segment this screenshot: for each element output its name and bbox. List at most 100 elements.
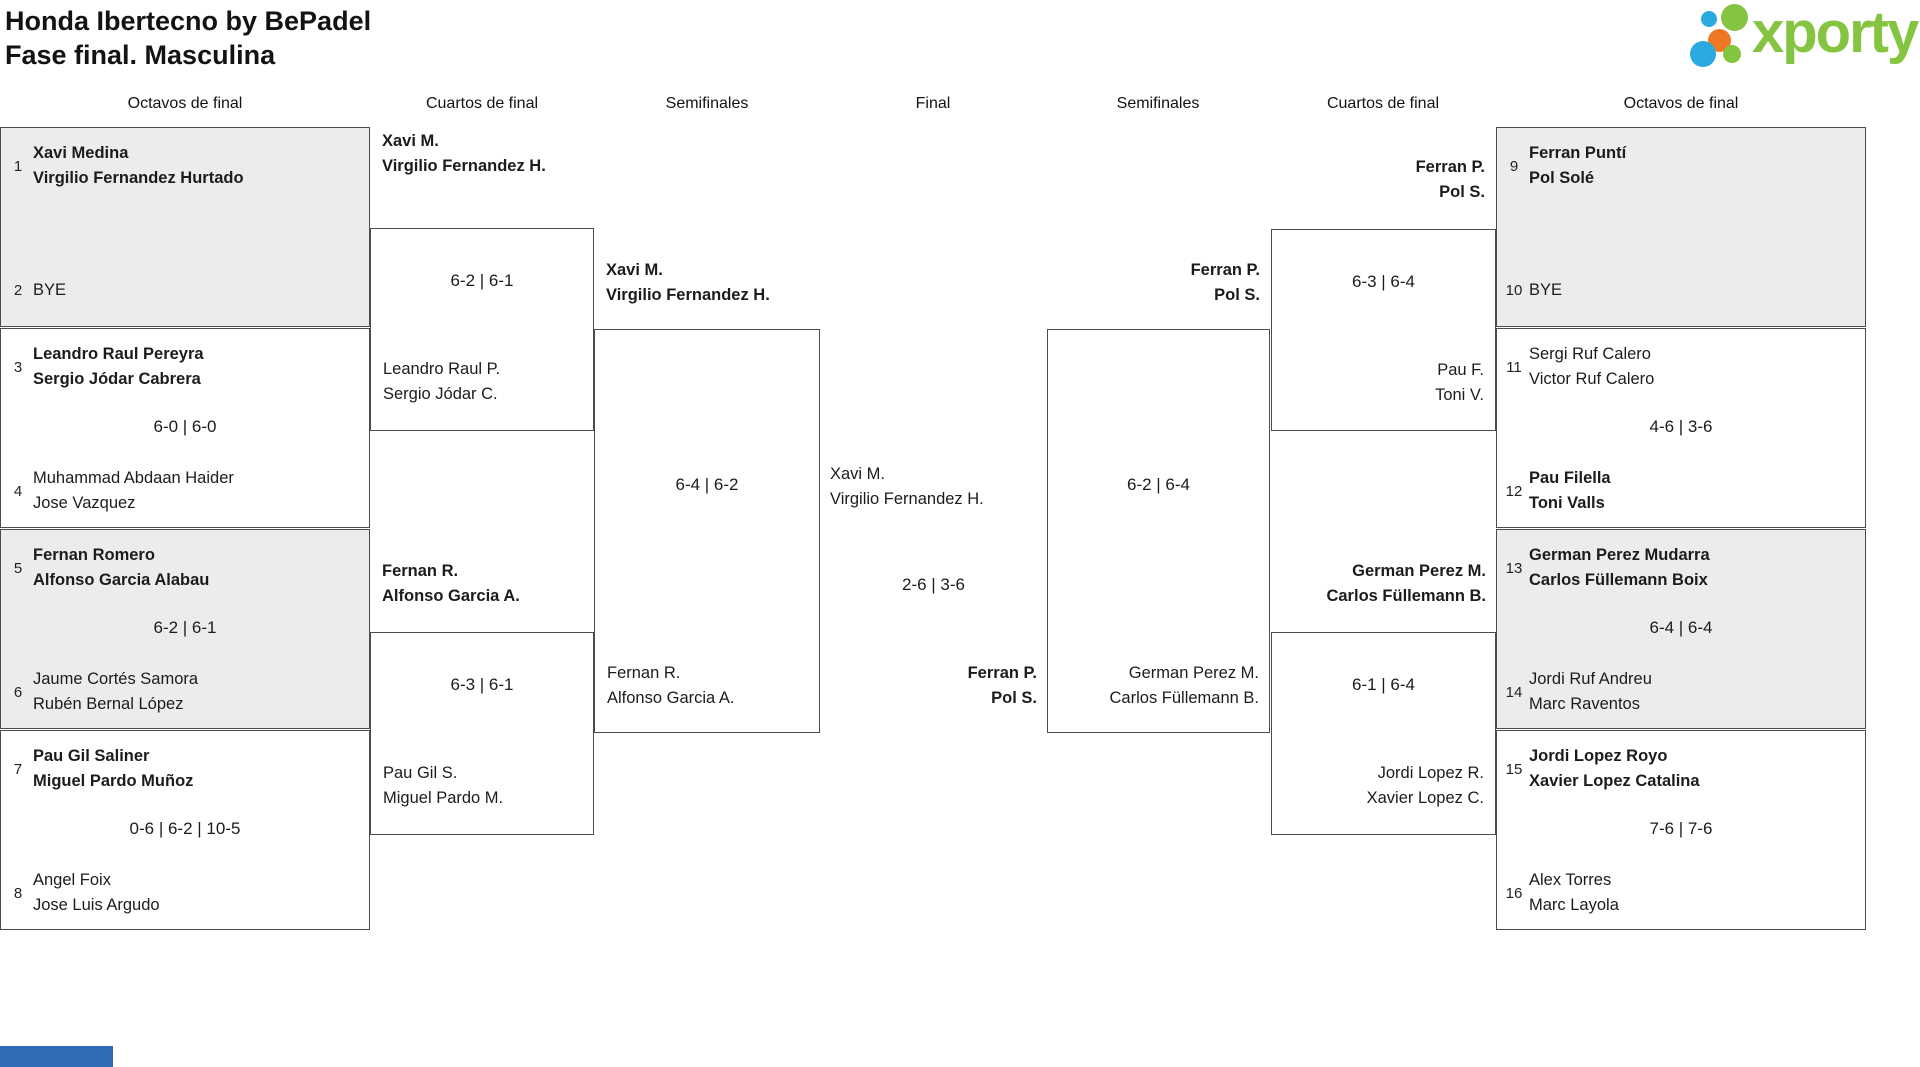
player-name: Ferran P. [967, 664, 1037, 682]
player-name: Toni Valls [1529, 494, 1605, 512]
logo-dot-icon [1701, 11, 1717, 27]
xporty-logo-text: xporty [1752, 0, 1919, 65]
r16-left-match-3: 5 Fernan Romero Alfonso Garcia Alabau 6-… [0, 529, 370, 729]
seed-number: 8 [13, 884, 23, 902]
final-score: 2-6 | 3-6 [901, 575, 965, 594]
sf-left-box: 6-4 | 6-2 Fernan R. Alfonso Garcia A. [594, 329, 820, 733]
qf-left-1-winner: Xavi M. Virgilio Fernandez H. [382, 129, 546, 179]
round-header-r16-right: Octavos de final [1623, 95, 1739, 112]
team-names: Pau Gil Saliner Miguel Pardo Muñoz [33, 741, 363, 797]
team-names: BYE [33, 262, 363, 318]
player-name: German Perez M. [1352, 562, 1486, 580]
match-score: 6-3 | 6-1 [450, 675, 514, 694]
qf-right-2-loser: Jordi Lopez R. Xavier Lopez C. [1272, 761, 1484, 811]
player-name: Xavi M. [830, 465, 886, 483]
qf-right-1-box: 6-3 | 6-4 Pau F. Toni V. [1271, 229, 1496, 431]
seed-number: 7 [13, 760, 23, 778]
player-name: Rubén Bernal López [33, 695, 184, 713]
player-name: Sergio Jódar C. [383, 385, 498, 403]
sf-left-loser: Fernan R. Alfonso Garcia A. [607, 661, 734, 711]
seed-number: 6 [13, 683, 23, 701]
player-name: Jordi Lopez R. [1377, 764, 1484, 782]
phase-name: Fase final. Masculina [5, 40, 276, 70]
team-names: Ferran Puntí Pol Solé [1529, 138, 1859, 194]
player-name: Carlos Füllemann B. [1326, 587, 1486, 605]
team-names: Xavi Medina Virgilio Fernandez Hurtado [33, 138, 363, 194]
player-name: Pau Filella [1529, 469, 1611, 487]
player-name: Xavi M. [606, 261, 663, 279]
qf-left-1-box: 6-2 | 6-1 Leandro Raul P. Sergio Jódar C… [370, 228, 594, 431]
player-name: Virgilio Fernandez Hurtado [33, 169, 244, 187]
seed-number: 5 [13, 559, 23, 577]
player-name: Virgilio Fernandez H. [382, 157, 546, 175]
team-names: Pau Filella Toni Valls [1529, 463, 1859, 519]
team-names: Leandro Raul Pereyra Sergio Jódar Cabrer… [33, 339, 363, 395]
player-name: Ferran P. [1415, 158, 1485, 176]
player-name: Ferran Puntí [1529, 144, 1627, 162]
player-name: Marc Raventos [1529, 695, 1640, 713]
tournament-name: Honda Ibertecno by BePadel [5, 6, 372, 36]
r16-left-match-4: 7 Pau Gil Saliner Miguel Pardo Muñoz 0-6… [0, 730, 370, 930]
round-header-qf-right: Cuartos de final [1326, 95, 1440, 112]
qf-right-1-winner: Ferran P. Pol S. [1271, 155, 1485, 205]
player-name: Pol S. [991, 689, 1037, 707]
player-name: Victor Ruf Calero [1529, 370, 1655, 388]
seed-number: 13 [1505, 559, 1523, 577]
seed-number: 9 [1509, 157, 1519, 175]
player-name: Xavier Lopez Catalina [1529, 772, 1700, 790]
player-name: German Perez M. [1128, 664, 1259, 682]
round-header-sf-left: Semifinales [665, 95, 749, 112]
player-name: Jose Luis Argudo [33, 896, 160, 914]
player-name: Xavier Lopez C. [1366, 789, 1484, 807]
team-names: Muhammad Abdaan Haider Jose Vazquez [33, 463, 363, 519]
player-name: Leandro Raul Pereyra [33, 345, 204, 363]
player-name: Sergi Ruf Calero [1529, 345, 1651, 363]
player-name: Miguel Pardo Muñoz [33, 772, 194, 790]
player-name: Jose Vazquez [33, 494, 136, 512]
player-name: Alfonso Garcia A. [382, 587, 520, 605]
qf-left-2-loser: Pau Gil S. Miguel Pardo M. [383, 761, 503, 811]
match-score: 6-2 | 6-1 [450, 271, 514, 290]
round-header-r16-left: Octavos de final [127, 95, 243, 112]
team-names: Jaume Cortés Samora Rubén Bernal López [33, 664, 363, 720]
player-name: Jordi Ruf Andreu [1529, 670, 1652, 688]
qf-right-2-box: 6-1 | 6-4 Jordi Lopez R. Xavier Lopez C. [1271, 632, 1496, 835]
xporty-logo[interactable]: xporty [1688, 0, 1920, 78]
player-name: Virgilio Fernandez H. [606, 286, 770, 304]
match-score: 6-3 | 6-4 [1351, 272, 1415, 291]
seed-number: 16 [1505, 884, 1523, 902]
player-name: Pau Gil S. [383, 764, 458, 782]
round-header-qf-left: Cuartos de final [425, 95, 539, 112]
player-name: Pau Gil Saliner [33, 747, 150, 765]
r16-left-match-1: 1 Xavi Medina Virgilio Fernandez Hurtado… [0, 127, 370, 327]
seed-number: 15 [1505, 760, 1523, 778]
qf-left-2-winner: Fernan R. Alfonso Garcia A. [382, 559, 520, 609]
bottom-blue-bar [0, 1046, 113, 1067]
player-name: Sergio Jódar Cabrera [33, 370, 201, 388]
seed-number: 4 [13, 482, 23, 500]
qf-right-1-loser: Pau F. Toni V. [1272, 358, 1484, 408]
player-name: Jordi Lopez Royo [1529, 747, 1668, 765]
logo-dot-icon [1721, 4, 1748, 31]
team-names: Fernan Romero Alfonso Garcia Alabau [33, 540, 363, 596]
player-name: Fernan R. [382, 562, 459, 580]
team-names: Sergi Ruf Calero Victor Ruf Calero [1529, 339, 1859, 395]
player-name: Pau F. [1437, 361, 1484, 379]
player-name: Fernan Romero [33, 546, 155, 564]
player-name: Toni V. [1435, 386, 1484, 404]
match-score: 7-6 | 7-6 [1649, 819, 1713, 838]
player-name: Pol Solé [1529, 169, 1595, 187]
seed-number: 1 [13, 157, 23, 175]
logo-dot-icon [1690, 41, 1716, 67]
player-name: German Perez Mudarra [1529, 546, 1710, 564]
player-name: BYE [1529, 280, 1563, 299]
r16-left-match-2: 3 Leandro Raul Pereyra Sergio Jódar Cabr… [0, 328, 370, 528]
match-score: 6-4 | 6-4 [1649, 618, 1713, 637]
sf-right-loser: German Perez M. Carlos Füllemann B. [1048, 661, 1259, 711]
match-score: 4-6 | 3-6 [1649, 417, 1713, 436]
player-name: BYE [33, 280, 67, 299]
match-score: 0-6 | 6-2 | 10-5 [129, 819, 241, 838]
team-names: Alex Torres Marc Layola [1529, 865, 1859, 921]
sf-right-winner: Ferran P. Pol S. [1047, 258, 1260, 308]
